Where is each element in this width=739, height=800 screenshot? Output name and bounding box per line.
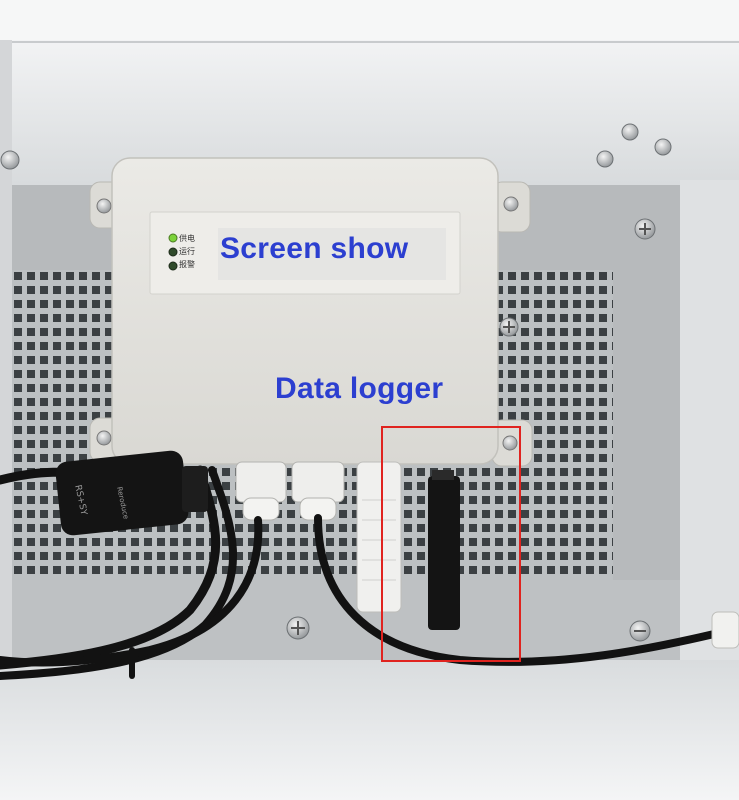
enclosure-floor — [0, 660, 739, 800]
data-logger-stick — [428, 476, 460, 630]
led-power — [168, 233, 178, 243]
screw-icon — [0, 150, 20, 170]
screw-icon — [634, 218, 656, 240]
cable-gland-right — [291, 461, 345, 521]
screen-show-label: Screen show — [220, 232, 409, 265]
screw-icon — [499, 317, 519, 337]
enclosure-left-wall — [0, 40, 12, 690]
screw-icon — [596, 123, 672, 168]
screw-icon — [629, 620, 651, 642]
device-display-window — [218, 228, 446, 280]
led-label-power: 供电 — [179, 234, 195, 243]
cable-grommet — [711, 611, 739, 649]
screw-icon — [286, 616, 310, 640]
device-body — [111, 157, 499, 465]
cable-gland-left — [235, 461, 287, 521]
enclosure-lid-edge — [0, 0, 739, 40]
led-alarm — [168, 261, 178, 271]
sensor-probe — [356, 461, 402, 613]
highlight-box — [381, 426, 521, 662]
power-adapter — [55, 450, 208, 536]
enclosure-right-wall — [680, 180, 739, 690]
led-label-alarm: 报警 — [179, 260, 195, 269]
led-run — [168, 247, 178, 257]
data-logger-label: Data logger — [275, 372, 444, 405]
led-label-run: 运行 — [179, 247, 195, 256]
